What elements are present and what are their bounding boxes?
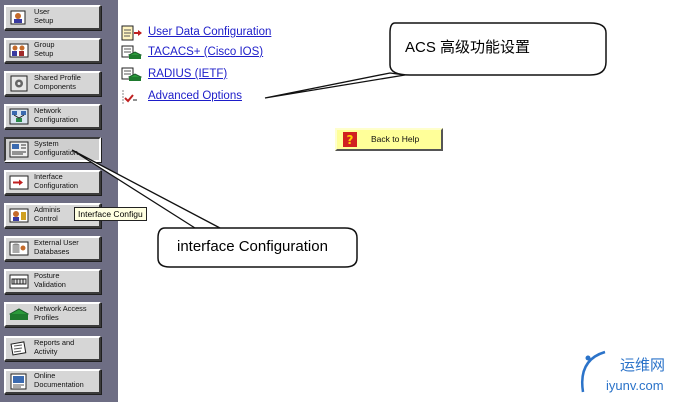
sidebar-item-label: System Configuration — [34, 139, 78, 157]
bottom-callout-text: interface Configuration — [177, 238, 328, 255]
link-label[interactable]: User Data Configuration — [148, 26, 272, 38]
sidebar-item-label: External User Databases — [34, 238, 79, 256]
interface-icon — [9, 175, 29, 190]
network-icon — [9, 108, 29, 125]
link-label[interactable]: Advanced Options — [148, 90, 242, 102]
tooltip: Interface Configu — [74, 207, 147, 221]
sidebar-item-online-documentation[interactable]: Online Documentation — [4, 369, 101, 394]
sidebar: User Setup Group Setup Shared Profile Co… — [0, 0, 118, 402]
tacacs-icon — [121, 45, 143, 59]
bottom-callout-bubble — [71, 149, 358, 268]
link-label[interactable]: TACACS+ (Cisco IOS) — [148, 46, 264, 58]
watermark-text: 运维网 — [620, 357, 666, 374]
advanced-options-icon — [122, 90, 137, 104]
sidebar-item-label: Network Access Profiles — [34, 304, 87, 322]
sidebar-item-network-configuration[interactable]: Network Configuration — [4, 104, 101, 129]
posture-icon — [9, 274, 29, 289]
sidebar-item-network-access-profiles[interactable]: Network Access Profiles — [4, 302, 101, 327]
reports-icon — [10, 341, 27, 356]
admin-icon — [9, 208, 29, 223]
svg-text:?: ? — [347, 133, 354, 147]
sidebar-item-label: Online Documentation — [34, 371, 84, 389]
radius-icon — [121, 67, 143, 81]
sidebar-item-label: Posture Validation — [34, 271, 66, 289]
sidebar-item-group-setup[interactable]: Group Setup — [4, 38, 101, 63]
sidebar-item-label: Interface Configuration — [34, 172, 78, 190]
sidebar-item-label: Group Setup — [34, 40, 55, 58]
shared-profile-icon — [10, 75, 28, 92]
sidebar-item-shared-profile[interactable]: Shared Profile Components — [4, 71, 101, 96]
access-profile-icon — [9, 308, 30, 320]
sidebar-item-external-user-databases[interactable]: External User Databases — [4, 236, 101, 261]
top-callout-text: ACS 高级功能设置 — [405, 39, 531, 56]
sidebar-item-label: Adminis Control — [34, 205, 61, 223]
user-icon — [10, 10, 26, 25]
question-mark-icon: ? — [343, 132, 357, 147]
sidebar-item-label: Shared Profile Components — [34, 73, 81, 91]
database-icon — [9, 241, 29, 256]
watermark-url: iyunv.com — [606, 378, 664, 393]
link-label[interactable]: RADIUS (IETF) — [148, 68, 228, 80]
group-icon — [9, 43, 29, 58]
sidebar-item-posture-validation[interactable]: Posture Validation — [4, 269, 101, 294]
back-to-help-button[interactable]: ? Back to Help — [335, 128, 443, 151]
top-callout-bubble — [264, 22, 607, 99]
sidebar-item-label: Network Configuration — [34, 106, 78, 124]
sidebar-item-reports-and-activity[interactable]: Reports and Activity — [4, 336, 101, 361]
back-to-help-label: Back to Help — [371, 134, 420, 144]
user-data-icon — [121, 25, 142, 41]
watermark-logo — [581, 350, 606, 393]
sidebar-item-user-setup[interactable]: User Setup — [4, 5, 101, 30]
system-icon — [9, 141, 29, 158]
documentation-icon — [10, 373, 27, 390]
sidebar-item-label: User Setup — [34, 7, 54, 25]
sidebar-item-interface-configuration[interactable]: Interface Configuration — [4, 170, 101, 195]
sidebar-item-label: Reports and Activity — [34, 338, 75, 356]
